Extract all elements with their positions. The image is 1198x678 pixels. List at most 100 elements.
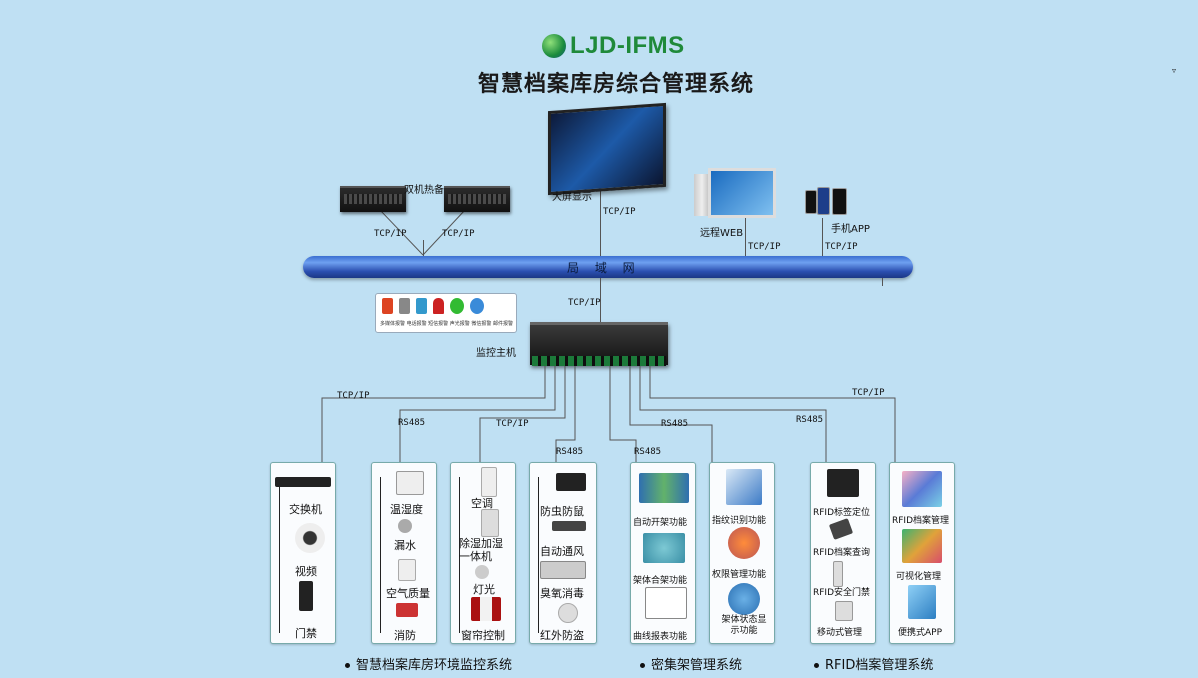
panel-item: 温湿度 xyxy=(390,503,423,516)
panel-item: 防虫防鼠 xyxy=(540,505,584,518)
tcpip-label: TCP/IP xyxy=(442,229,475,239)
fingerprint-icon xyxy=(726,469,762,505)
panel-item: RFID标签定位 xyxy=(813,508,871,518)
panel-access: 指纹识别功能 权限管理功能 架体状态显示功能 xyxy=(709,462,775,644)
pest-repeller-icon xyxy=(556,473,586,491)
thermometer-icon xyxy=(396,471,424,495)
logo-icon xyxy=(542,34,566,58)
fire-icon xyxy=(396,603,418,617)
panel-item: 便携式APP xyxy=(898,628,943,638)
light-icon xyxy=(475,565,489,579)
alarm-caption: 多媒体报警 电话报警 短信报警 声光报警 微信报警 邮件报警 xyxy=(380,321,513,327)
lan-label: 局 域 网 xyxy=(567,261,641,275)
rs485-label: RS485 xyxy=(661,419,689,429)
panel-bar xyxy=(279,485,280,633)
tcpip-label: TCP/IP xyxy=(852,388,885,398)
panel-bar xyxy=(538,477,539,633)
panel-app: RFID档案管理 可视化管理 便携式APP xyxy=(889,462,955,644)
panel-item: 灯光 xyxy=(473,583,495,596)
phone-alarm-icon xyxy=(399,298,410,314)
siren-icon xyxy=(433,298,444,314)
tcpip-label: TCP/IP xyxy=(568,298,601,308)
air-quality-icon xyxy=(398,559,416,581)
rs485-label: RS485 xyxy=(556,447,584,457)
footer-system-rfid: RFID档案管理系统 xyxy=(814,654,933,673)
page-title: 智慧档案库房综合管理系统 xyxy=(478,72,755,97)
tcpip-label: TCP/IP xyxy=(374,229,407,239)
host-link xyxy=(600,278,601,322)
lan-bus xyxy=(303,256,913,278)
panel-climate: 空调 除湿加湿一体机 灯光 窗帘控制 xyxy=(450,462,516,644)
mail-icon xyxy=(470,298,484,314)
panel-item: RFID档案查询 xyxy=(813,548,871,558)
bullet-icon xyxy=(814,663,819,668)
rfid-scanner-icon xyxy=(828,518,854,540)
panel-item: RFID档案管理 xyxy=(892,516,950,526)
footer-label: 智慧档案库房环境监控系统 xyxy=(356,658,513,673)
dehumidifier-icon xyxy=(481,509,499,537)
panel-item: 消防 xyxy=(394,629,416,642)
corner-mark: ▿ xyxy=(1171,66,1176,75)
panel-environment: 温湿度 漏水 空气质量 消防 xyxy=(371,462,437,644)
rs485-label: RS485 xyxy=(634,447,662,457)
tcpip-label: TCP/IP xyxy=(825,242,858,252)
camera-icon xyxy=(295,523,325,553)
server-1 xyxy=(340,186,406,212)
panel-item: 窗帘控制 xyxy=(461,629,505,642)
portable-app-icon xyxy=(908,585,936,619)
footer-label: RFID档案管理系统 xyxy=(825,658,934,673)
panel-item: 交换机 xyxy=(289,503,322,516)
shelf-merge-icon xyxy=(643,533,685,563)
footer-system-env: 智慧档案库房环境监控系统 xyxy=(345,654,512,673)
panel-item: 红外防盗 xyxy=(540,629,584,642)
panel-item: 架体合架功能 xyxy=(633,576,688,586)
mobile-reader-icon xyxy=(835,601,853,621)
monitor-icon xyxy=(708,168,776,218)
water-leak-icon xyxy=(398,519,412,533)
rfid-printer-icon xyxy=(827,469,859,497)
archive-management-icon xyxy=(902,471,942,507)
tcpip-label: TCP/IP xyxy=(603,207,636,217)
footer-label: 密集架管理系统 xyxy=(651,658,743,673)
panel-item: 漏水 xyxy=(394,539,416,552)
screen-link xyxy=(600,190,601,256)
panel-item: 移动式管理 xyxy=(817,628,863,638)
panel-item: RFID安全门禁 xyxy=(813,588,871,598)
tcpip-label: TCP/IP xyxy=(496,419,529,429)
rs485-label: RS485 xyxy=(398,418,426,428)
auto-open-icon xyxy=(639,473,689,503)
door-access-icon xyxy=(299,581,313,611)
panel-item: 曲线报表功能 xyxy=(633,632,688,642)
panel-switch: 交换机 视频 门禁 xyxy=(270,462,336,644)
app-link xyxy=(822,218,823,256)
server-2 xyxy=(444,186,510,212)
phone-icon xyxy=(817,187,830,215)
panel-item: 空调 xyxy=(471,497,493,510)
wechat-icon xyxy=(450,298,464,314)
pc-tower-icon xyxy=(694,174,710,216)
speaker-icon xyxy=(382,298,393,314)
panel-item: 视频 xyxy=(295,565,317,578)
big-screen-label: 大屏显示 xyxy=(552,192,592,203)
panel-bar xyxy=(459,477,460,633)
panel-bar xyxy=(380,477,381,633)
monitor-host-label: 监控主机 xyxy=(476,348,516,359)
footer-system-shelf: 密集架管理系统 xyxy=(640,654,742,673)
panel-item: 可视化管理 xyxy=(896,572,942,582)
panel-item: 自动通风 xyxy=(540,545,584,558)
panel-item: 权限管理功能 xyxy=(712,570,767,580)
panel-item: 臭氧消毒 xyxy=(540,587,584,600)
phone-icon xyxy=(832,188,847,215)
panel-item: 架体状态显示功能 xyxy=(721,615,767,636)
panel-rfid: RFID标签定位 RFID档案查询 RFID安全门禁 移动式管理 xyxy=(810,462,876,644)
dual-hot-standby-label: 双机热备 xyxy=(404,185,444,196)
host-ports xyxy=(532,356,666,366)
tcpip-label: TCP/IP xyxy=(748,242,781,252)
sms-icon xyxy=(416,298,427,314)
panel-item: 除湿加湿一体机 xyxy=(459,537,503,563)
permission-icon xyxy=(728,527,760,559)
panel-item: 指纹识别功能 xyxy=(712,516,767,526)
tcpip-label: TCP/IP xyxy=(337,391,370,401)
lan-tick xyxy=(882,278,883,286)
